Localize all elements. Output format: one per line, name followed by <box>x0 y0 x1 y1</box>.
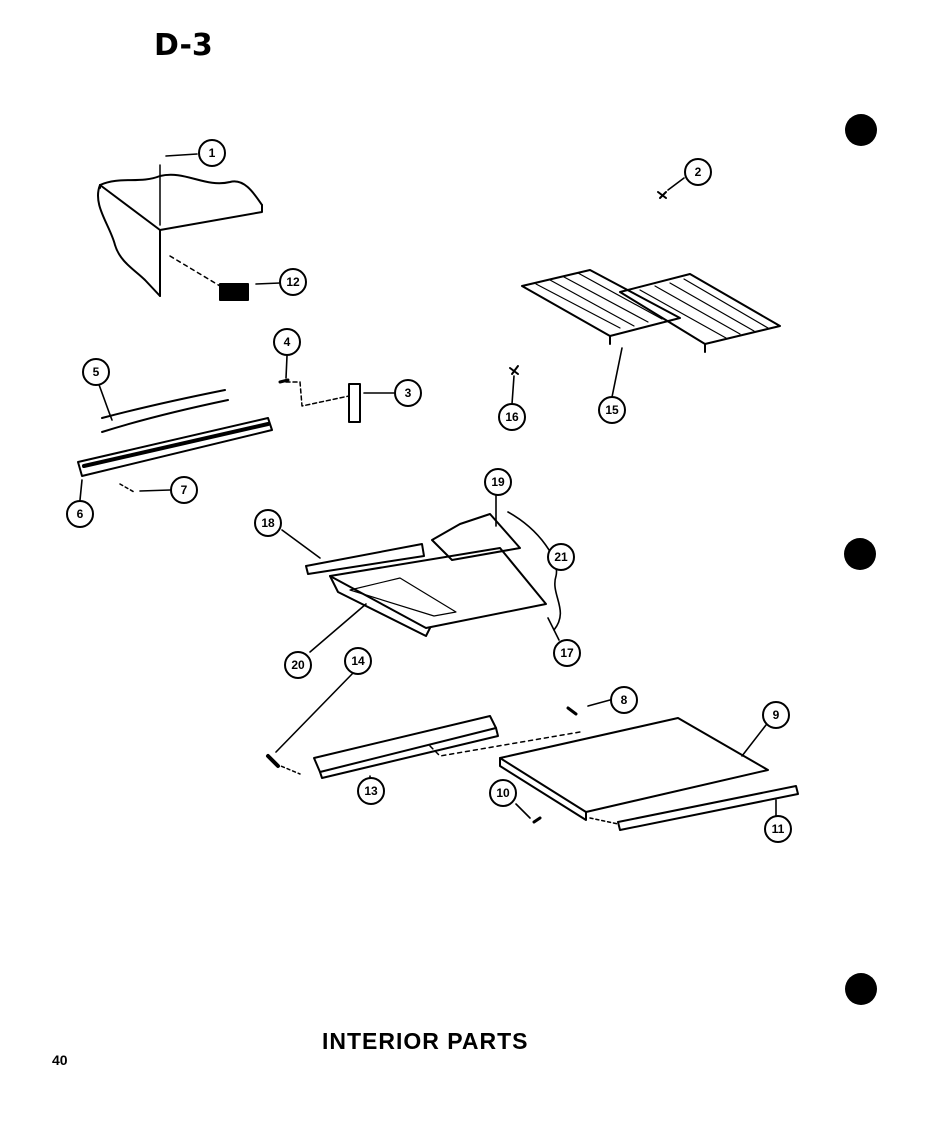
part-2-clip <box>657 191 667 199</box>
binder-hole-top <box>845 114 877 146</box>
cabinet-corner-part <box>97 164 263 297</box>
svg-text:12: 12 <box>286 275 300 289</box>
callout-15: 15 <box>598 396 626 424</box>
part-5-rod <box>101 389 229 433</box>
callout-11: 11 <box>764 815 792 843</box>
svg-text:9: 9 <box>773 708 780 722</box>
part-9-glass-shelf <box>499 717 769 821</box>
svg-text:1: 1 <box>209 146 216 160</box>
svg-text:6: 6 <box>77 507 84 521</box>
svg-text:13: 13 <box>364 784 378 798</box>
svg-text:18: 18 <box>261 516 275 530</box>
part-3-bracket <box>348 383 361 423</box>
callout-12: 12 <box>279 268 307 296</box>
diagram-caption: INTERIOR PARTS <box>322 1028 529 1054</box>
svg-text:15: 15 <box>605 403 619 417</box>
svg-text:17: 17 <box>560 646 574 660</box>
svg-text:10: 10 <box>496 786 510 800</box>
part-10-screw <box>532 816 542 824</box>
callout-17: 17 <box>553 639 581 667</box>
page-number: 40 <box>52 1052 68 1068</box>
callout-19: 19 <box>484 468 512 496</box>
part-14-screw <box>266 754 280 768</box>
callout-1: 1 <box>198 139 226 167</box>
crisper-cover-assembly <box>305 513 547 637</box>
callout-10: 10 <box>489 779 517 807</box>
callout-4: 4 <box>273 328 301 356</box>
callout-7: 7 <box>170 476 198 504</box>
callout-20: 20 <box>284 651 312 679</box>
binder-hole-bottom <box>845 973 877 1005</box>
part-13-rail <box>313 715 499 779</box>
svg-text:5: 5 <box>93 365 100 379</box>
callout-8: 8 <box>610 686 638 714</box>
svg-text:4: 4 <box>284 335 291 349</box>
svg-text:16: 16 <box>505 410 519 424</box>
part-12-grille <box>219 283 249 301</box>
callout-14: 14 <box>344 647 372 675</box>
callout-16: 16 <box>498 403 526 431</box>
part-16-clip <box>509 365 519 375</box>
part-4-screw <box>278 378 290 384</box>
callout-2: 2 <box>684 158 712 186</box>
callout-9: 9 <box>762 701 790 729</box>
svg-text:14: 14 <box>351 654 365 668</box>
part-6-rail <box>77 417 273 477</box>
svg-text:11: 11 <box>772 822 785 836</box>
svg-text:7: 7 <box>181 483 188 497</box>
binder-hole-middle <box>844 538 876 570</box>
svg-text:20: 20 <box>291 658 305 672</box>
callout-6: 6 <box>66 500 94 528</box>
callout-13: 13 <box>357 777 385 805</box>
part-8-screw <box>566 706 578 716</box>
callout-18: 18 <box>254 509 282 537</box>
diagram-id: D-3 <box>154 28 213 63</box>
svg-text:21: 21 <box>554 550 568 564</box>
part-11-trim <box>617 785 799 831</box>
svg-text:3: 3 <box>405 386 412 400</box>
leader-lines <box>79 153 777 819</box>
callout-21: 21 <box>547 543 575 571</box>
svg-text:19: 19 <box>491 475 505 489</box>
callout-5: 5 <box>82 358 110 386</box>
part-15-wire-shelves <box>521 269 781 353</box>
svg-text:2: 2 <box>695 165 702 179</box>
svg-text:8: 8 <box>621 693 628 707</box>
callout-3: 3 <box>394 379 422 407</box>
